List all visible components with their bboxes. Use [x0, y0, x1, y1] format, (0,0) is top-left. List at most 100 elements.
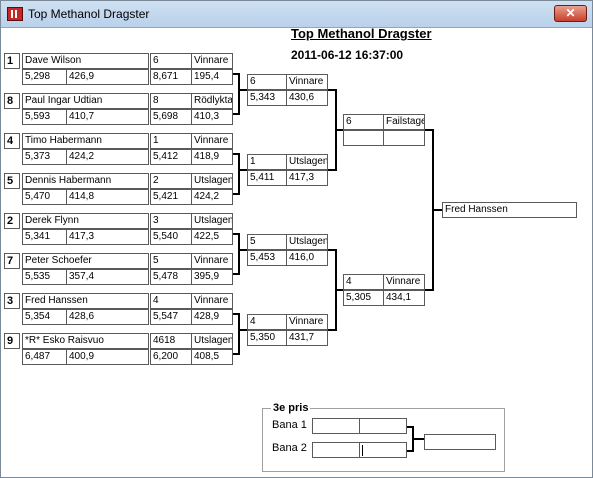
qf1-result[interactable]: Vinnare — [286, 74, 328, 90]
reaction-time[interactable]: 5,373 — [22, 149, 67, 165]
result-speed[interactable]: 408,5 — [191, 349, 233, 365]
close-button[interactable]: ✕ — [554, 5, 587, 22]
result-speed[interactable]: 195,4 — [191, 69, 233, 85]
seed-number: 9 — [4, 333, 20, 349]
lane2-left-field[interactable] — [312, 442, 360, 458]
elapsed-time[interactable]: 8,671 — [150, 69, 192, 85]
driver-name[interactable]: Peter Schoefer — [22, 253, 149, 269]
result-speed[interactable]: 418,9 — [191, 149, 233, 165]
sf2-result[interactable]: Vinnare — [383, 274, 425, 290]
text-caret — [362, 445, 363, 456]
elapsed-time[interactable]: 5,540 — [150, 229, 192, 245]
result-speed[interactable]: 422,5 — [191, 229, 233, 245]
qf1-speed[interactable]: 430,6 — [286, 90, 328, 106]
elapsed-time[interactable]: 5,547 — [150, 309, 192, 325]
heat-result[interactable]: Utslagen — [191, 173, 233, 189]
bracket-line — [407, 426, 413, 428]
sf2-speed[interactable]: 434,1 — [383, 290, 425, 306]
heat-result[interactable]: Vinnare — [191, 253, 233, 269]
reaction-time[interactable]: 5,341 — [22, 229, 67, 245]
event-datetime: 2011-06-12 16:37:00 — [291, 48, 404, 62]
speed[interactable]: 428,6 — [66, 309, 149, 325]
car-number[interactable]: 8 — [150, 93, 192, 109]
qf2-et[interactable]: 5,411 — [247, 170, 287, 186]
speed[interactable]: 426,9 — [66, 69, 149, 85]
sf1-speed[interactable] — [383, 130, 425, 146]
car-number[interactable]: 4618 — [150, 333, 192, 349]
sf1-number[interactable]: 6 — [343, 114, 384, 130]
driver-name[interactable]: Timo Habermann — [22, 133, 149, 149]
bracket-line — [233, 273, 239, 275]
lane1-right-field[interactable] — [359, 418, 407, 434]
car-number[interactable]: 3 — [150, 213, 192, 229]
lane1-left-field[interactable] — [312, 418, 360, 434]
heat-result[interactable]: Utslagen — [191, 213, 233, 229]
heat-result[interactable]: Vinnare — [191, 133, 233, 149]
reaction-time[interactable]: 6,487 — [22, 349, 67, 365]
elapsed-time[interactable]: 5,412 — [150, 149, 192, 165]
qf2-speed[interactable]: 417,3 — [286, 170, 328, 186]
qf1-number[interactable]: 6 — [247, 74, 287, 90]
driver-name[interactable]: Paul Ingar Udtian — [22, 93, 149, 109]
qf4-speed[interactable]: 431,7 — [286, 330, 328, 346]
bracket-line — [239, 249, 247, 251]
lane2-right-field[interactable] — [359, 442, 407, 458]
car-number[interactable]: 1 — [150, 133, 192, 149]
elapsed-time[interactable]: 5,698 — [150, 109, 192, 125]
driver-name[interactable]: Dave Wilson — [22, 53, 149, 69]
car-number[interactable]: 4 — [150, 293, 192, 309]
qf4-et[interactable]: 5,350 — [247, 330, 287, 346]
page-heading: Top Methanol Dragster — [291, 26, 432, 41]
reaction-time[interactable]: 5,298 — [22, 69, 67, 85]
bracket-line — [238, 313, 240, 355]
qf2-result[interactable]: Utslagen — [286, 154, 328, 170]
final-winner[interactable]: Fred Hanssen — [442, 202, 577, 218]
elapsed-time[interactable]: 6,200 — [150, 349, 192, 365]
speed[interactable]: 400,9 — [66, 349, 149, 365]
sf2-number[interactable]: 4 — [343, 274, 384, 290]
speed[interactable]: 357,4 — [66, 269, 149, 285]
bracket-line — [328, 329, 336, 331]
speed[interactable]: 410,7 — [66, 109, 149, 125]
car-number[interactable]: 2 — [150, 173, 192, 189]
result-speed[interactable]: 410,3 — [191, 109, 233, 125]
qf3-speed[interactable]: 416,0 — [286, 250, 328, 266]
reaction-time[interactable]: 5,535 — [22, 269, 67, 285]
sf1-et[interactable] — [343, 130, 384, 146]
reaction-time[interactable]: 5,593 — [22, 109, 67, 125]
qf2-number[interactable]: 1 — [247, 154, 287, 170]
result-speed[interactable]: 424,2 — [191, 189, 233, 205]
third-place-result[interactable] — [424, 434, 496, 450]
speed[interactable]: 424,2 — [66, 149, 149, 165]
qf3-number[interactable]: 5 — [247, 234, 287, 250]
driver-name[interactable]: Derek Flynn — [22, 213, 149, 229]
heat-result[interactable]: Utslagen — [191, 333, 233, 349]
reaction-time[interactable]: 5,354 — [22, 309, 67, 325]
sf2-et[interactable]: 5,305 — [343, 290, 384, 306]
driver-name[interactable]: *R* Esko Raisvuo — [22, 333, 149, 349]
driver-name[interactable]: Fred Hanssen — [22, 293, 149, 309]
speed[interactable]: 414,8 — [66, 189, 149, 205]
bracket-line — [413, 438, 424, 440]
qf4-number[interactable]: 4 — [247, 314, 287, 330]
seed-number: 8 — [4, 93, 20, 109]
car-number[interactable]: 6 — [150, 53, 192, 69]
heat-result[interactable]: Rödlyktan — [191, 93, 233, 109]
car-number[interactable]: 5 — [150, 253, 192, 269]
heat-result[interactable]: Vinnare — [191, 293, 233, 309]
elapsed-time[interactable]: 5,421 — [150, 189, 192, 205]
qf1-et[interactable]: 5,343 — [247, 90, 287, 106]
reaction-time[interactable]: 5,470 — [22, 189, 67, 205]
qf3-result[interactable]: Utslagen — [286, 234, 328, 250]
heat-result[interactable]: Vinnare — [191, 53, 233, 69]
qf4-result[interactable]: Vinnare — [286, 314, 328, 330]
speed[interactable]: 417,3 — [66, 229, 149, 245]
driver-name[interactable]: Dennis Habermann — [22, 173, 149, 189]
app-icon — [7, 7, 23, 21]
elapsed-time[interactable]: 5,478 — [150, 269, 192, 285]
sf1-result[interactable]: Failstage — [383, 114, 425, 130]
qf3-et[interactable]: 5,453 — [247, 250, 287, 266]
result-speed[interactable]: 395,9 — [191, 269, 233, 285]
result-speed[interactable]: 428,9 — [191, 309, 233, 325]
